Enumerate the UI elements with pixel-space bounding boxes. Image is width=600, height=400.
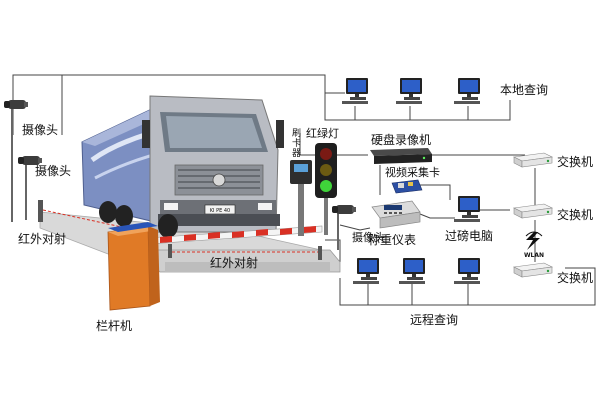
label-infrared-center: 红外对射 — [210, 256, 259, 270]
wlan-label: WLAN — [524, 252, 544, 259]
network-lines — [12, 74, 596, 306]
label-dvr: 硬盘录像机 — [371, 133, 432, 147]
camera-icon-left-top — [4, 100, 28, 222]
local-query-pc-1 — [342, 78, 368, 104]
label-barrier-gate: 栏杆机 — [96, 319, 133, 333]
barrier-arm — [147, 225, 323, 245]
remote-query-pc-1 — [353, 258, 379, 284]
label-weighing-instrument: 称重仪表 — [368, 233, 417, 247]
label-camera-1: 摄像头 — [22, 123, 59, 137]
label-switch-1: 交换机 — [557, 155, 594, 169]
label-weighing-pc: 过磅电脑 — [445, 229, 494, 243]
label-camera-3: 摄像头 — [352, 231, 385, 244]
label-video-capture-card: 视频采集卡 — [385, 166, 440, 179]
camera-icon-right — [332, 205, 356, 250]
label-remote-query: 远程查询 — [410, 313, 459, 327]
traffic-light-icon — [315, 143, 337, 235]
remote-query-pc-3 — [454, 258, 480, 284]
truck — [81, 95, 284, 238]
video-capture-card-icon — [391, 179, 423, 194]
infrared-beam-center — [168, 244, 322, 260]
weighing-instrument-icon — [371, 200, 421, 229]
label-local-query: 本地查询 — [500, 83, 549, 97]
label-infrared-left: 红外对射 — [18, 232, 67, 246]
license-plate: KI PE 40 — [210, 208, 230, 214]
label-traffic-light: 红绿灯 — [306, 127, 339, 140]
remote-query-pc-2 — [399, 258, 425, 284]
dvr-icon — [370, 148, 432, 164]
switch-icon-2 — [513, 203, 553, 219]
label-camera-2: 摄像头 — [35, 164, 72, 178]
camera-icon-left-bottom — [18, 156, 42, 220]
switch-icon-3 — [513, 262, 553, 278]
weighing-pc-icon — [454, 196, 480, 222]
barrier-gate — [107, 222, 160, 311]
local-query-pc-2 — [396, 78, 422, 104]
label-card-reader: 刷卡器 — [290, 128, 300, 158]
label-switch-3: 交换机 — [557, 271, 594, 285]
wlan-icon: WLAN — [524, 231, 544, 259]
local-query-pc-3 — [454, 78, 480, 104]
label-switch-2: 交换机 — [557, 208, 594, 222]
card-reader-icon — [290, 160, 312, 236]
